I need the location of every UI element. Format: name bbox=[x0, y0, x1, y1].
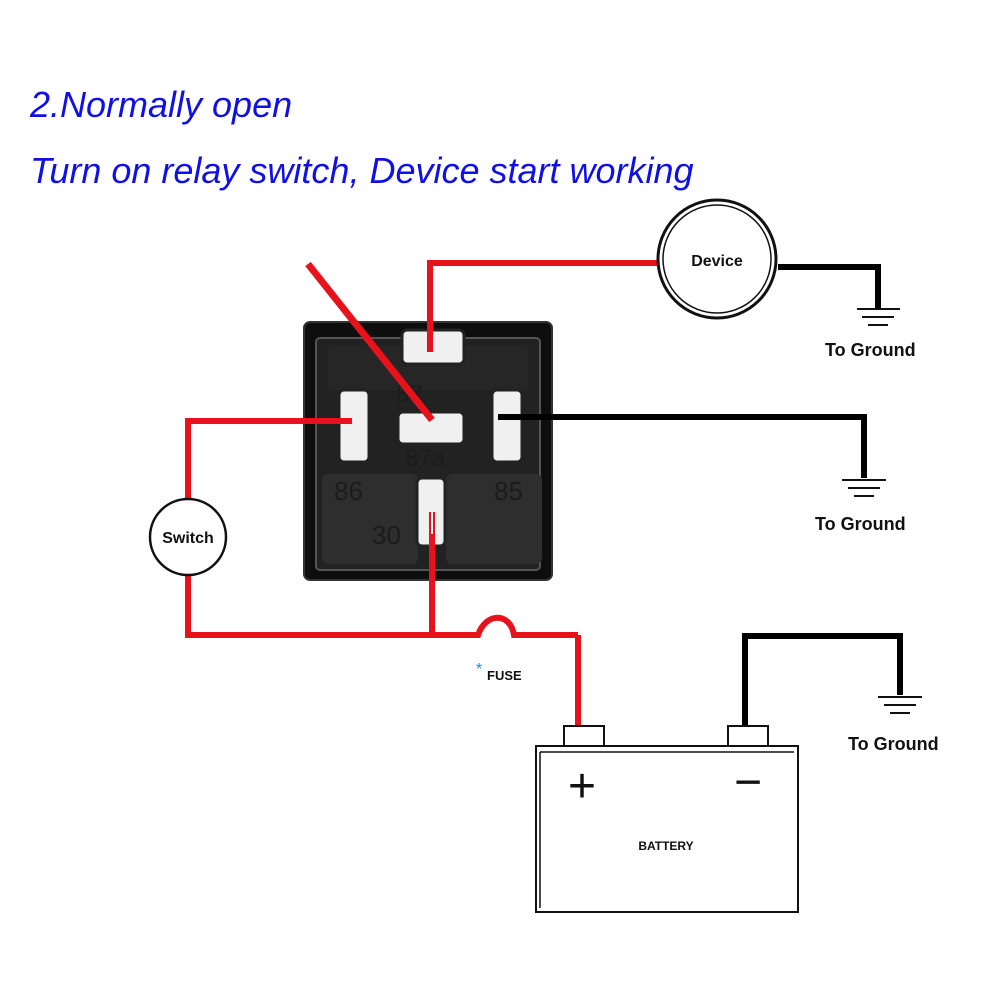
switch-label: Switch bbox=[162, 530, 214, 547]
battery-plus-sign: + bbox=[568, 760, 596, 813]
pin-87a-terminal bbox=[396, 410, 466, 446]
wire-87-to-device bbox=[427, 260, 660, 352]
ground-label-pin85: To Ground bbox=[815, 514, 906, 534]
switch: Switch bbox=[148, 497, 228, 577]
wire-device-to-ground bbox=[778, 264, 881, 308]
fuse-label: FUSE bbox=[487, 668, 522, 683]
wire-87a-diagonal bbox=[305, 261, 435, 423]
pin-30-label: 30 bbox=[372, 520, 401, 550]
ground-label-device: To Ground bbox=[825, 340, 916, 360]
diagram-heading: 2.Normally open bbox=[30, 84, 293, 125]
ground-wires bbox=[498, 264, 903, 730]
device: Device bbox=[656, 198, 778, 320]
pin-86-label: 86 bbox=[334, 476, 363, 506]
pin-85-label: 85 bbox=[494, 476, 523, 506]
ground-symbol-icon bbox=[842, 479, 886, 497]
battery: + − BATTERY bbox=[535, 725, 799, 913]
diagram-subheading: Turn on relay switch, Device start worki… bbox=[30, 150, 694, 191]
ground-symbol-icon bbox=[878, 696, 922, 714]
battery-positive-terminal bbox=[563, 725, 605, 749]
pin-86-terminal bbox=[337, 388, 371, 464]
pin-87a-label: 87a bbox=[405, 445, 446, 472]
ground-label-battery: To Ground bbox=[848, 734, 939, 754]
battery-minus-sign: − bbox=[734, 756, 762, 809]
wire-battery-neg-to-ground bbox=[742, 633, 903, 730]
wire-85-to-ground bbox=[498, 414, 867, 478]
fuse-marker: * bbox=[476, 661, 482, 678]
pin-85-terminal bbox=[490, 388, 524, 464]
device-label: Device bbox=[691, 253, 743, 270]
fuse-element bbox=[432, 614, 578, 638]
battery-label: BATTERY bbox=[638, 839, 693, 853]
battery-negative-terminal bbox=[727, 725, 769, 749]
ground-symbol-icon bbox=[857, 308, 900, 326]
relay: 87 87a 86 85 30 bbox=[303, 321, 553, 581]
